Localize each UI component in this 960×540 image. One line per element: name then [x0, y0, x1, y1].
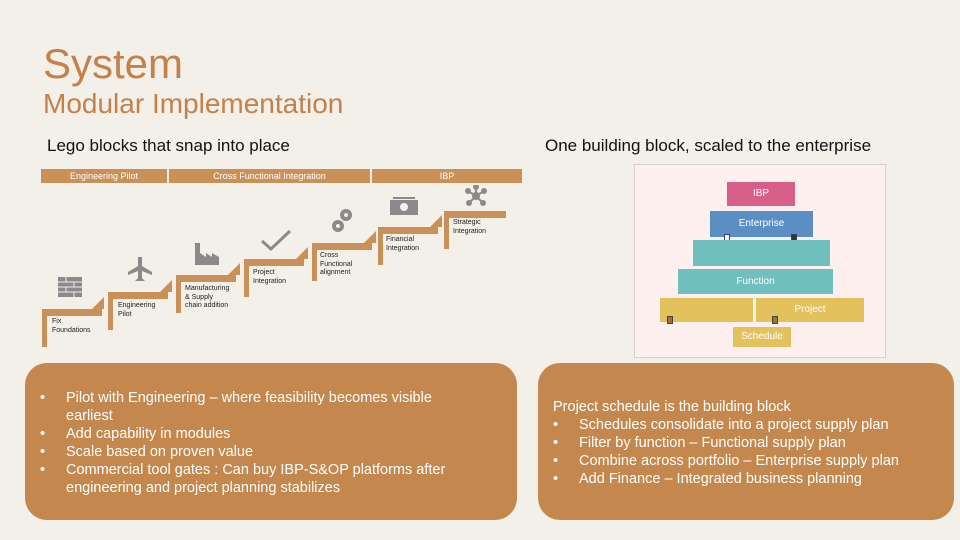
step-label-5: Cross Functional alignment [320, 252, 353, 276]
left-bullet-box: Pilot with Engineering – where feasibili… [25, 363, 517, 520]
step-6 [378, 215, 442, 265]
step-5 [312, 231, 376, 281]
connector-knob [667, 316, 673, 324]
pyramid-panel: IBP Enterprise Function Project Schedule [634, 164, 886, 358]
step-7 [444, 211, 506, 249]
band-ibp: IBP [372, 169, 522, 183]
left-bullet-2: Add capability in modules [40, 425, 477, 443]
airplane-icon [128, 257, 152, 281]
pyramid-schedule: Schedule [733, 327, 791, 347]
pyramid-project-left [660, 298, 753, 322]
checkmark-icon [261, 229, 292, 252]
step-label-4: Project Integration [253, 269, 287, 285]
right-heading: One building block, scaled to the enterp… [545, 136, 872, 155]
gears-icon [332, 209, 352, 232]
connector-knob [772, 316, 778, 324]
band-engineering-pilot: Engineering Pilot [41, 169, 167, 183]
pyramid-function: Function [678, 269, 833, 294]
network-icon [465, 185, 487, 206]
step-label-7: Strategic Integration [453, 219, 487, 235]
left-heading: Lego blocks that snap into place [47, 136, 290, 155]
right-bullet-1: Schedules consolidate into a project sup… [553, 416, 954, 434]
step-3 [176, 263, 240, 313]
factory-icon [195, 243, 219, 265]
right-bullet-2: Filter by function – Functional supply p… [553, 434, 954, 452]
pyramid-enterprise: Enterprise [710, 211, 813, 237]
staircase-graphic [42, 185, 506, 347]
right-bullet-4: Add Finance – Integrated business planni… [553, 470, 954, 488]
slide-subtitle: Modular Implementation [43, 88, 344, 119]
right-bullet-box: Project schedule is the building block S… [538, 363, 954, 520]
step-2 [108, 280, 172, 330]
right-bullet-3: Combine across portfolio – Enterprise su… [553, 452, 954, 470]
left-bullet-4: Commercial tool gates : Can buy IBP-S&OP… [40, 461, 477, 497]
brick-wall-icon [58, 277, 82, 297]
step-4 [244, 247, 308, 297]
right-box-heading: Project schedule is the building block [553, 399, 791, 415]
step-label-1: Fix Foundations [52, 318, 91, 334]
step-label-6: Financial Integration [386, 236, 420, 252]
slide-title: System [43, 40, 184, 87]
step-1 [42, 297, 104, 347]
money-icon [390, 197, 418, 215]
left-bullet-3: Scale based on proven value [40, 443, 477, 461]
step-label-2: Engineering Pilot [118, 302, 156, 318]
pyramid-ibp: IBP [727, 182, 795, 206]
pyramid-layer-teal [693, 240, 830, 266]
left-bullet-1: Pilot with Engineering – where feasibili… [40, 389, 477, 425]
step-label-3: Manufacturing & Supply chain addition [185, 285, 230, 309]
band-cross-functional: Cross Functional Integration [169, 169, 370, 183]
